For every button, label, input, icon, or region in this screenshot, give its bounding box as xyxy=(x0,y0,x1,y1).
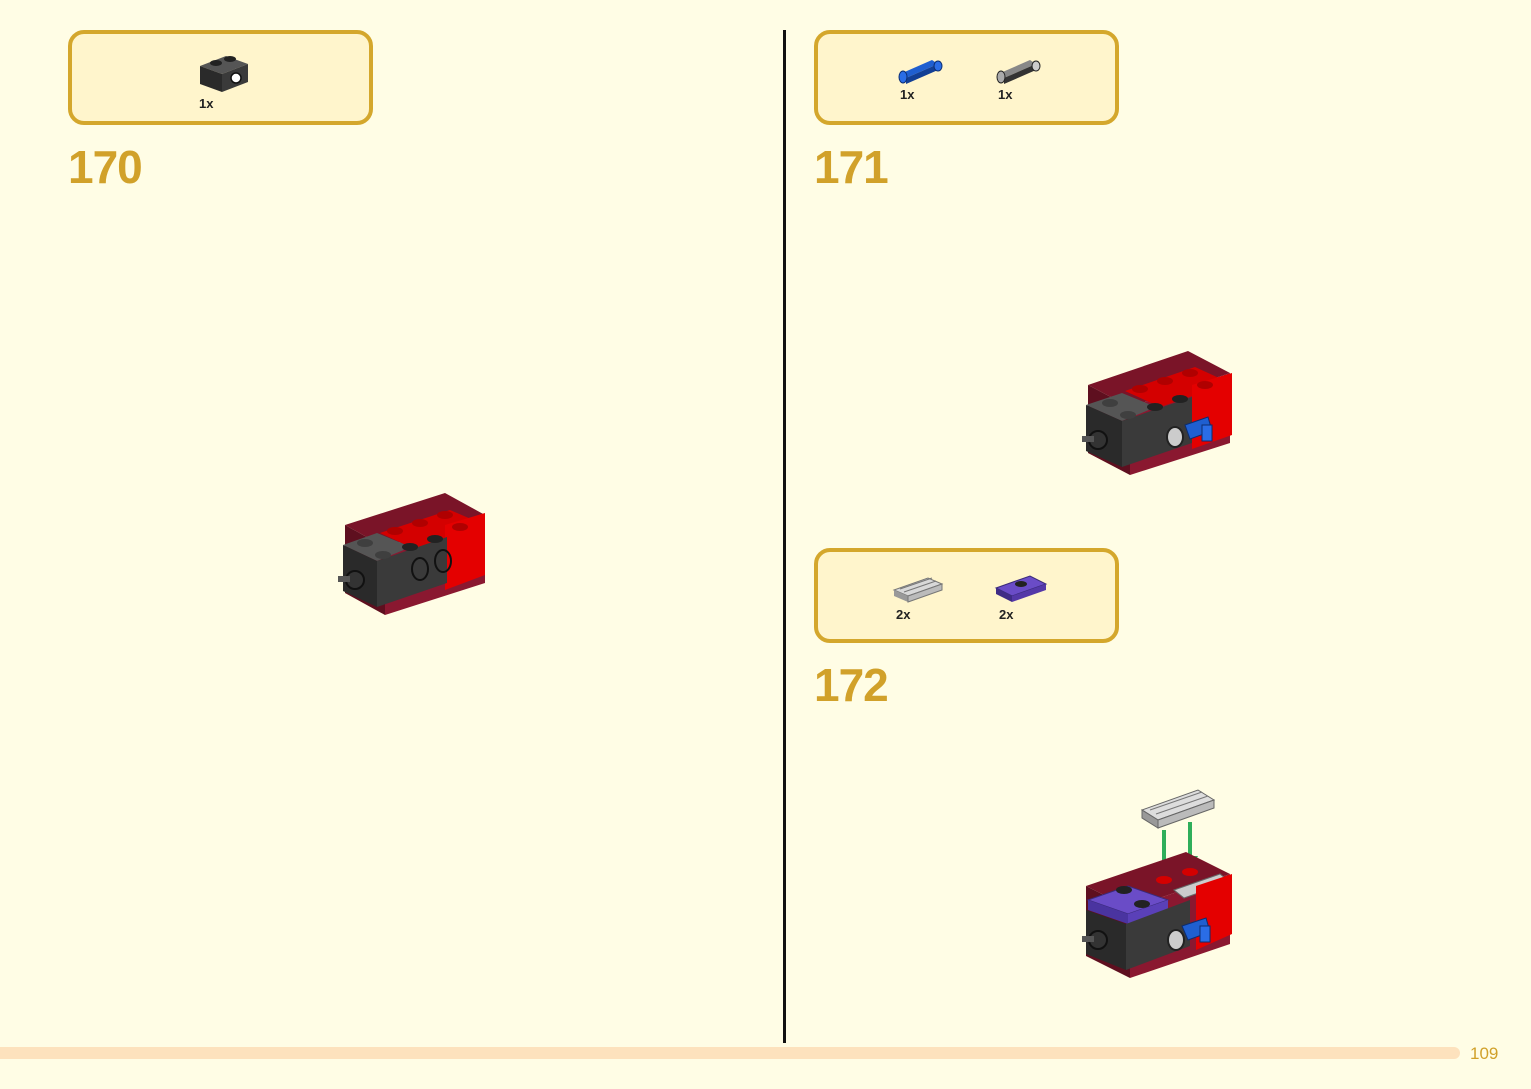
assembly-model-step-172 xyxy=(1082,789,1232,978)
part-grey-pin xyxy=(996,56,1042,84)
part-qty: 1x xyxy=(900,87,915,102)
page-divider xyxy=(783,30,786,1043)
part-black-brick xyxy=(196,50,252,94)
part-purple-plate xyxy=(994,572,1048,604)
part-qty: 2x xyxy=(999,607,1014,622)
part-qty: 1x xyxy=(199,96,214,111)
parts-callout-step-172: 2x 2x xyxy=(814,548,1119,643)
step-number: 171 xyxy=(814,141,889,193)
parts-callout-step-170: 1x xyxy=(68,30,373,125)
bottom-bar xyxy=(0,1047,1460,1059)
parts-callout-step-171: 1x 1x xyxy=(814,30,1119,125)
step-number: 172 xyxy=(814,659,889,711)
assembly-model-step-170 xyxy=(338,493,485,615)
part-blue-axle-pin xyxy=(898,56,944,84)
assembly-model-step-171 xyxy=(1082,351,1232,475)
part-qty: 2x xyxy=(896,607,911,622)
part-qty: 1x xyxy=(998,87,1013,102)
step-number: 170 xyxy=(68,141,143,193)
page-number: 109 xyxy=(1470,1044,1499,1063)
part-grey-grille-tile xyxy=(892,574,944,604)
